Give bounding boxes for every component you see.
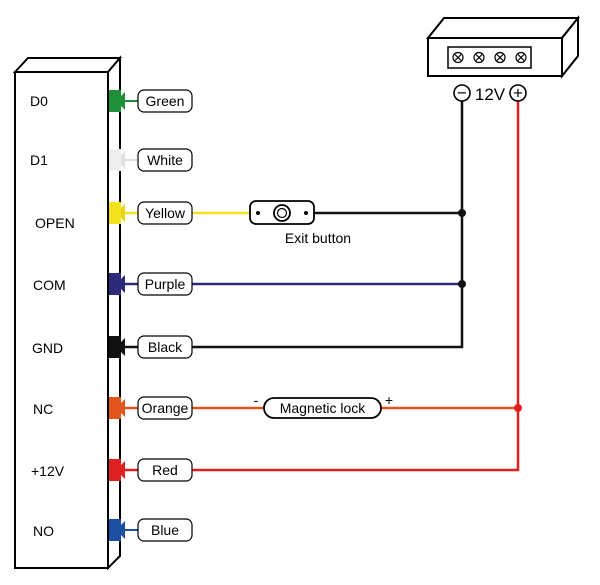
connector-red (109, 459, 121, 481)
wire-label-red: Red (152, 462, 178, 478)
connector-green (109, 90, 121, 112)
psu-voltage-label: 12V (475, 85, 506, 104)
pin-label-12v: +12V (31, 463, 65, 479)
junction-dot (514, 404, 522, 412)
connector-black (109, 336, 121, 358)
pin-label-com: COM (33, 277, 66, 293)
psu-plus-label: + (513, 84, 523, 103)
wire-label-black: Black (148, 339, 183, 355)
exit-button: Exit button (249, 200, 351, 246)
wire-label-yellow: Yellow (145, 205, 186, 221)
pin-label-no: NO (33, 523, 54, 539)
connector-blue (109, 519, 121, 541)
psu-plus-terminal (509, 84, 527, 102)
junction-dot (458, 209, 466, 217)
magnetic-lock-minus: - (254, 392, 259, 408)
exit-button-label: Exit button (285, 230, 351, 246)
connectors (109, 90, 125, 541)
junction-dot (458, 280, 466, 288)
pin-label-gnd: GND (32, 340, 63, 356)
wire-label-white: White (147, 152, 183, 168)
pin-label-open: OPEN (35, 215, 75, 231)
connector-orange (109, 397, 121, 419)
wire-label-green: Green (146, 93, 185, 109)
pin-label-nc: NC (33, 401, 53, 417)
wire-red (192, 101, 520, 472)
wire-black (192, 101, 464, 349)
power-supply: − 12V + (425, 15, 581, 104)
pin-label-d1: D1 (30, 152, 48, 168)
wire-labels: Green White Yellow Purple Black Orange R… (137, 89, 193, 542)
wire-label-blue: Blue (151, 522, 179, 538)
screw-terminal-icon (452, 51, 527, 64)
psu-minus-label: − (457, 84, 467, 103)
pin-label-d0: D0 (30, 93, 48, 109)
wires (122, 100, 522, 531)
wire-label-orange: Orange (142, 400, 189, 416)
magnetic-lock-plus: + (385, 392, 393, 408)
wire-label-purple: Purple (145, 276, 186, 292)
connector-white (109, 149, 121, 171)
connector-purple (109, 273, 121, 295)
connector-yellow (109, 202, 121, 224)
magnetic-lock-label: Magnetic lock (280, 400, 367, 416)
psu-minus-terminal (453, 84, 471, 102)
magnetic-lock: Magnetic lock - + (254, 392, 393, 419)
controller-body (12, 55, 123, 571)
pin-labels: D0 D1 OPEN COM GND NC +12V NO (30, 93, 75, 539)
